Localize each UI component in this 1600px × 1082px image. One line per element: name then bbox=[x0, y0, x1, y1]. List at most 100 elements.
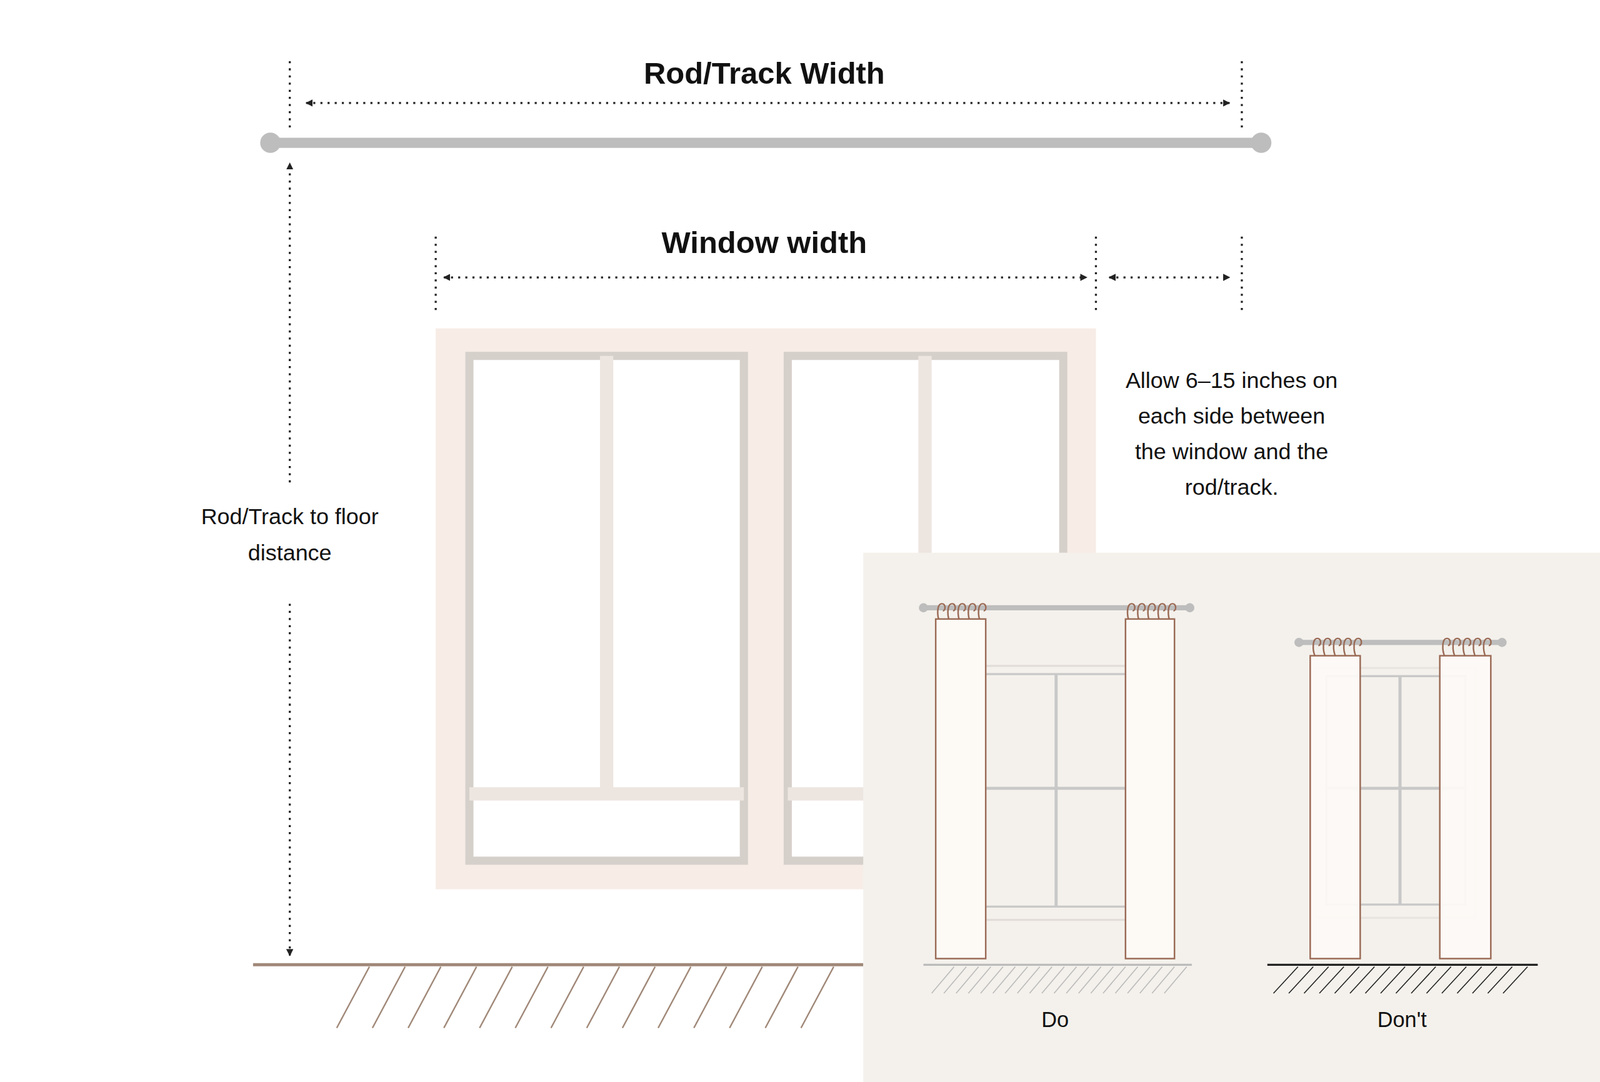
dimension-line bbox=[435, 236, 437, 314]
do-illustration bbox=[1115, 967, 1138, 994]
do-illustration bbox=[931, 967, 1187, 994]
dimension-line bbox=[443, 276, 1087, 279]
dont-illustration bbox=[1350, 967, 1375, 994]
dimension-line bbox=[288, 603, 291, 956]
do-illustration bbox=[1127, 967, 1150, 994]
curtain-rod bbox=[1251, 132, 1272, 154]
dont-illustration bbox=[1353, 638, 1362, 657]
do-illustration bbox=[923, 964, 1192, 967]
do-illustration bbox=[956, 967, 979, 994]
dont-illustration bbox=[1411, 967, 1436, 994]
do-illustration bbox=[918, 603, 1195, 994]
dimension-label: Rod/Track Width bbox=[498, 55, 1030, 92]
dont-illustration bbox=[1313, 638, 1491, 657]
do-illustration bbox=[943, 967, 967, 994]
dimension-line bbox=[1109, 276, 1230, 279]
dont-illustration bbox=[1503, 967, 1528, 994]
dimension-label: Window width bbox=[498, 224, 1030, 262]
dont-illustration bbox=[1365, 967, 1390, 994]
do-illustration bbox=[980, 967, 1004, 994]
dont-illustration bbox=[1267, 638, 1539, 994]
dont-illustration bbox=[1267, 964, 1539, 967]
dont-illustration bbox=[1335, 967, 1360, 994]
do-illustration bbox=[1103, 967, 1126, 994]
do-illustration bbox=[968, 967, 991, 994]
curtain-rod bbox=[260, 132, 1272, 154]
do-illustration bbox=[1164, 967, 1187, 994]
window bbox=[600, 356, 614, 794]
do-illustration bbox=[981, 786, 1131, 790]
floor bbox=[693, 967, 727, 1029]
dont-illustration bbox=[1323, 638, 1331, 657]
do-illustration bbox=[993, 967, 1016, 994]
dont-illustration bbox=[1288, 967, 1314, 994]
window bbox=[469, 356, 744, 862]
do-illustration bbox=[1029, 967, 1052, 994]
do-illustration bbox=[981, 674, 1131, 907]
dont-illustration bbox=[1463, 638, 1471, 657]
dont-illustration bbox=[1313, 638, 1321, 657]
dimension-line bbox=[1240, 61, 1243, 133]
dimension-label: Rod/Track to floor distance bbox=[198, 498, 382, 570]
floor bbox=[765, 967, 798, 1029]
caption-label: Don't bbox=[1340, 1006, 1464, 1035]
do-illustration bbox=[1185, 603, 1195, 614]
dont-illustration bbox=[1483, 638, 1492, 657]
dont-illustration bbox=[1426, 967, 1451, 994]
floor bbox=[408, 967, 441, 1029]
note: Allow 6–15 inches on each side between t… bbox=[1121, 362, 1342, 506]
dont-illustration bbox=[1273, 967, 1529, 994]
floor bbox=[372, 967, 405, 1029]
dont-illustration bbox=[1398, 676, 1402, 905]
dont-illustration bbox=[1487, 967, 1512, 994]
dont-illustration bbox=[1380, 967, 1405, 994]
floor bbox=[336, 967, 834, 1029]
do-illustration bbox=[923, 605, 1190, 611]
dont-illustration bbox=[1273, 967, 1299, 994]
curtain-rod bbox=[260, 132, 281, 154]
inset-panel bbox=[863, 553, 1600, 1082]
dimension-line bbox=[306, 101, 1230, 104]
dont-illustration bbox=[1472, 967, 1497, 994]
dont-illustration bbox=[1319, 967, 1344, 994]
dont-illustration bbox=[1456, 967, 1482, 994]
floor bbox=[336, 967, 370, 1029]
floor bbox=[551, 967, 584, 1029]
do-illustration bbox=[969, 666, 1141, 920]
do-illustration bbox=[1151, 967, 1175, 994]
floor bbox=[586, 967, 620, 1029]
dont-illustration bbox=[1304, 967, 1329, 994]
do-illustration bbox=[935, 619, 986, 960]
floor bbox=[443, 967, 477, 1029]
curtain-rod bbox=[270, 137, 1262, 148]
floor bbox=[479, 967, 512, 1029]
dont-illustration bbox=[1497, 638, 1507, 648]
dont-illustration bbox=[1441, 967, 1467, 994]
dimension-line bbox=[1240, 236, 1243, 314]
do-illustration bbox=[1017, 967, 1040, 994]
do-illustration bbox=[1005, 967, 1028, 994]
dont-illustration bbox=[1298, 640, 1502, 645]
do-illustration bbox=[1054, 967, 1077, 994]
floor bbox=[515, 967, 548, 1029]
dont-illustration bbox=[1453, 638, 1461, 657]
do-illustration bbox=[1140, 967, 1163, 994]
dont-illustration bbox=[1333, 638, 1342, 657]
dont-illustration bbox=[1440, 656, 1492, 960]
floor bbox=[253, 965, 864, 1029]
dimension-line bbox=[288, 163, 291, 483]
do-illustration bbox=[1125, 619, 1175, 960]
floor bbox=[801, 967, 834, 1029]
do-illustration bbox=[1066, 967, 1089, 994]
do-illustration bbox=[1054, 674, 1058, 907]
dimension-line bbox=[288, 61, 291, 133]
dont-illustration bbox=[1442, 638, 1450, 657]
dimension-line bbox=[1095, 236, 1097, 314]
dont-illustration bbox=[1294, 638, 1304, 648]
floor bbox=[253, 963, 864, 967]
floor bbox=[658, 967, 691, 1029]
caption-label: Do bbox=[993, 1006, 1117, 1035]
window bbox=[469, 787, 744, 801]
